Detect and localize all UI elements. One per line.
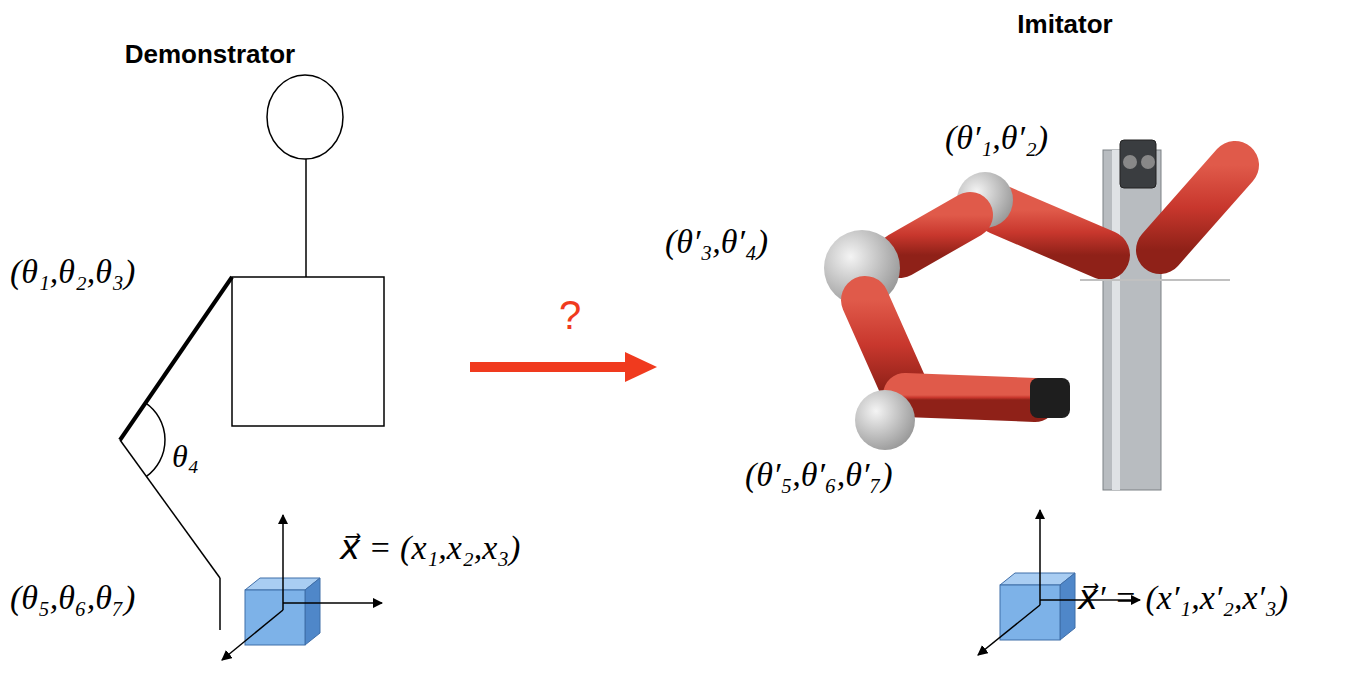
panel-heading: Imitator: [1017, 10, 1112, 40]
robot-arm: [824, 140, 1235, 490]
object-position: x⃗ = (x₁,x₂,x₃): [340, 528, 520, 567]
joint-angles: (θ′₃,θ′₄): [665, 222, 768, 261]
panel-heading: Demonstrator: [125, 40, 295, 70]
joint-angles: (θ₁,θ₂,θ₃): [10, 252, 135, 291]
transfer-arrow: [470, 352, 657, 382]
question-mark: ?: [559, 292, 581, 338]
joint-angle: θ₄: [172, 438, 199, 475]
joint-angles: (θ′₁,θ′₂): [945, 118, 1048, 157]
object-position: x⃗′ = (x′₁,x′₂,x′₃): [1078, 578, 1288, 617]
joint-angles: (θ₅,θ₆,θ₇): [10, 578, 135, 617]
joint-angles: (θ′₅,θ′₆,θ′₇): [745, 455, 893, 494]
